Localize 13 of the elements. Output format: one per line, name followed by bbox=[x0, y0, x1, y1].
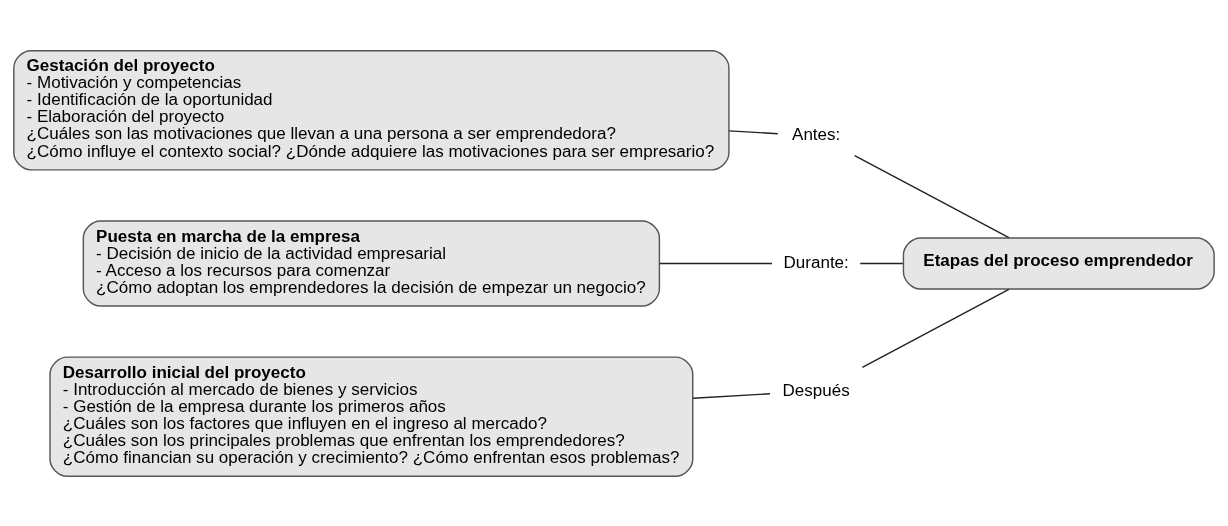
node-box: Desarrollo inicial del proyecto - Introducción al mercado de bienes y servicios - Gestión de la empresa durante los primeros años ¿Cuáles son los factores que influyen en el ingreso al mercado? ¿Cuáles son los principales problemas que enfrentan los emprendedores? ¿Cómo financian su operación y crecimiento? ¿Cómo enfrentan esos problemas? bbox=[49, 355, 694, 477]
connector bbox=[859, 262, 904, 264]
node-box: Puesta en marcha de la empresa - Decisión de inicio de la actividad empresarial - Acceso a los recursos para comenzar ¿Cómo adoptan los emprendedores la decisión de empezar un negocio? bbox=[82, 219, 661, 307]
connector bbox=[853, 154, 1010, 238]
connector bbox=[728, 129, 779, 134]
node-text: Antes: bbox=[792, 124, 841, 144]
node-box: Etapas del proceso emprendedor bbox=[902, 236, 1215, 290]
node-box: Gestación del proyecto - Motivación y competencias - Identificación de la oportunidad - Elaboración del proyecto ¿Cuáles son las motivaciones que llevan a una persona a ser emprendedora? ¿Cómo influye el contexto social? ¿Dónde adquiere las motivaciones para ser empresario? bbox=[13, 49, 730, 171]
node-text: Durante: bbox=[783, 252, 849, 272]
node-text: Después bbox=[782, 380, 850, 400]
connector bbox=[861, 288, 1010, 368]
connector bbox=[692, 392, 771, 399]
connector bbox=[659, 262, 773, 264]
